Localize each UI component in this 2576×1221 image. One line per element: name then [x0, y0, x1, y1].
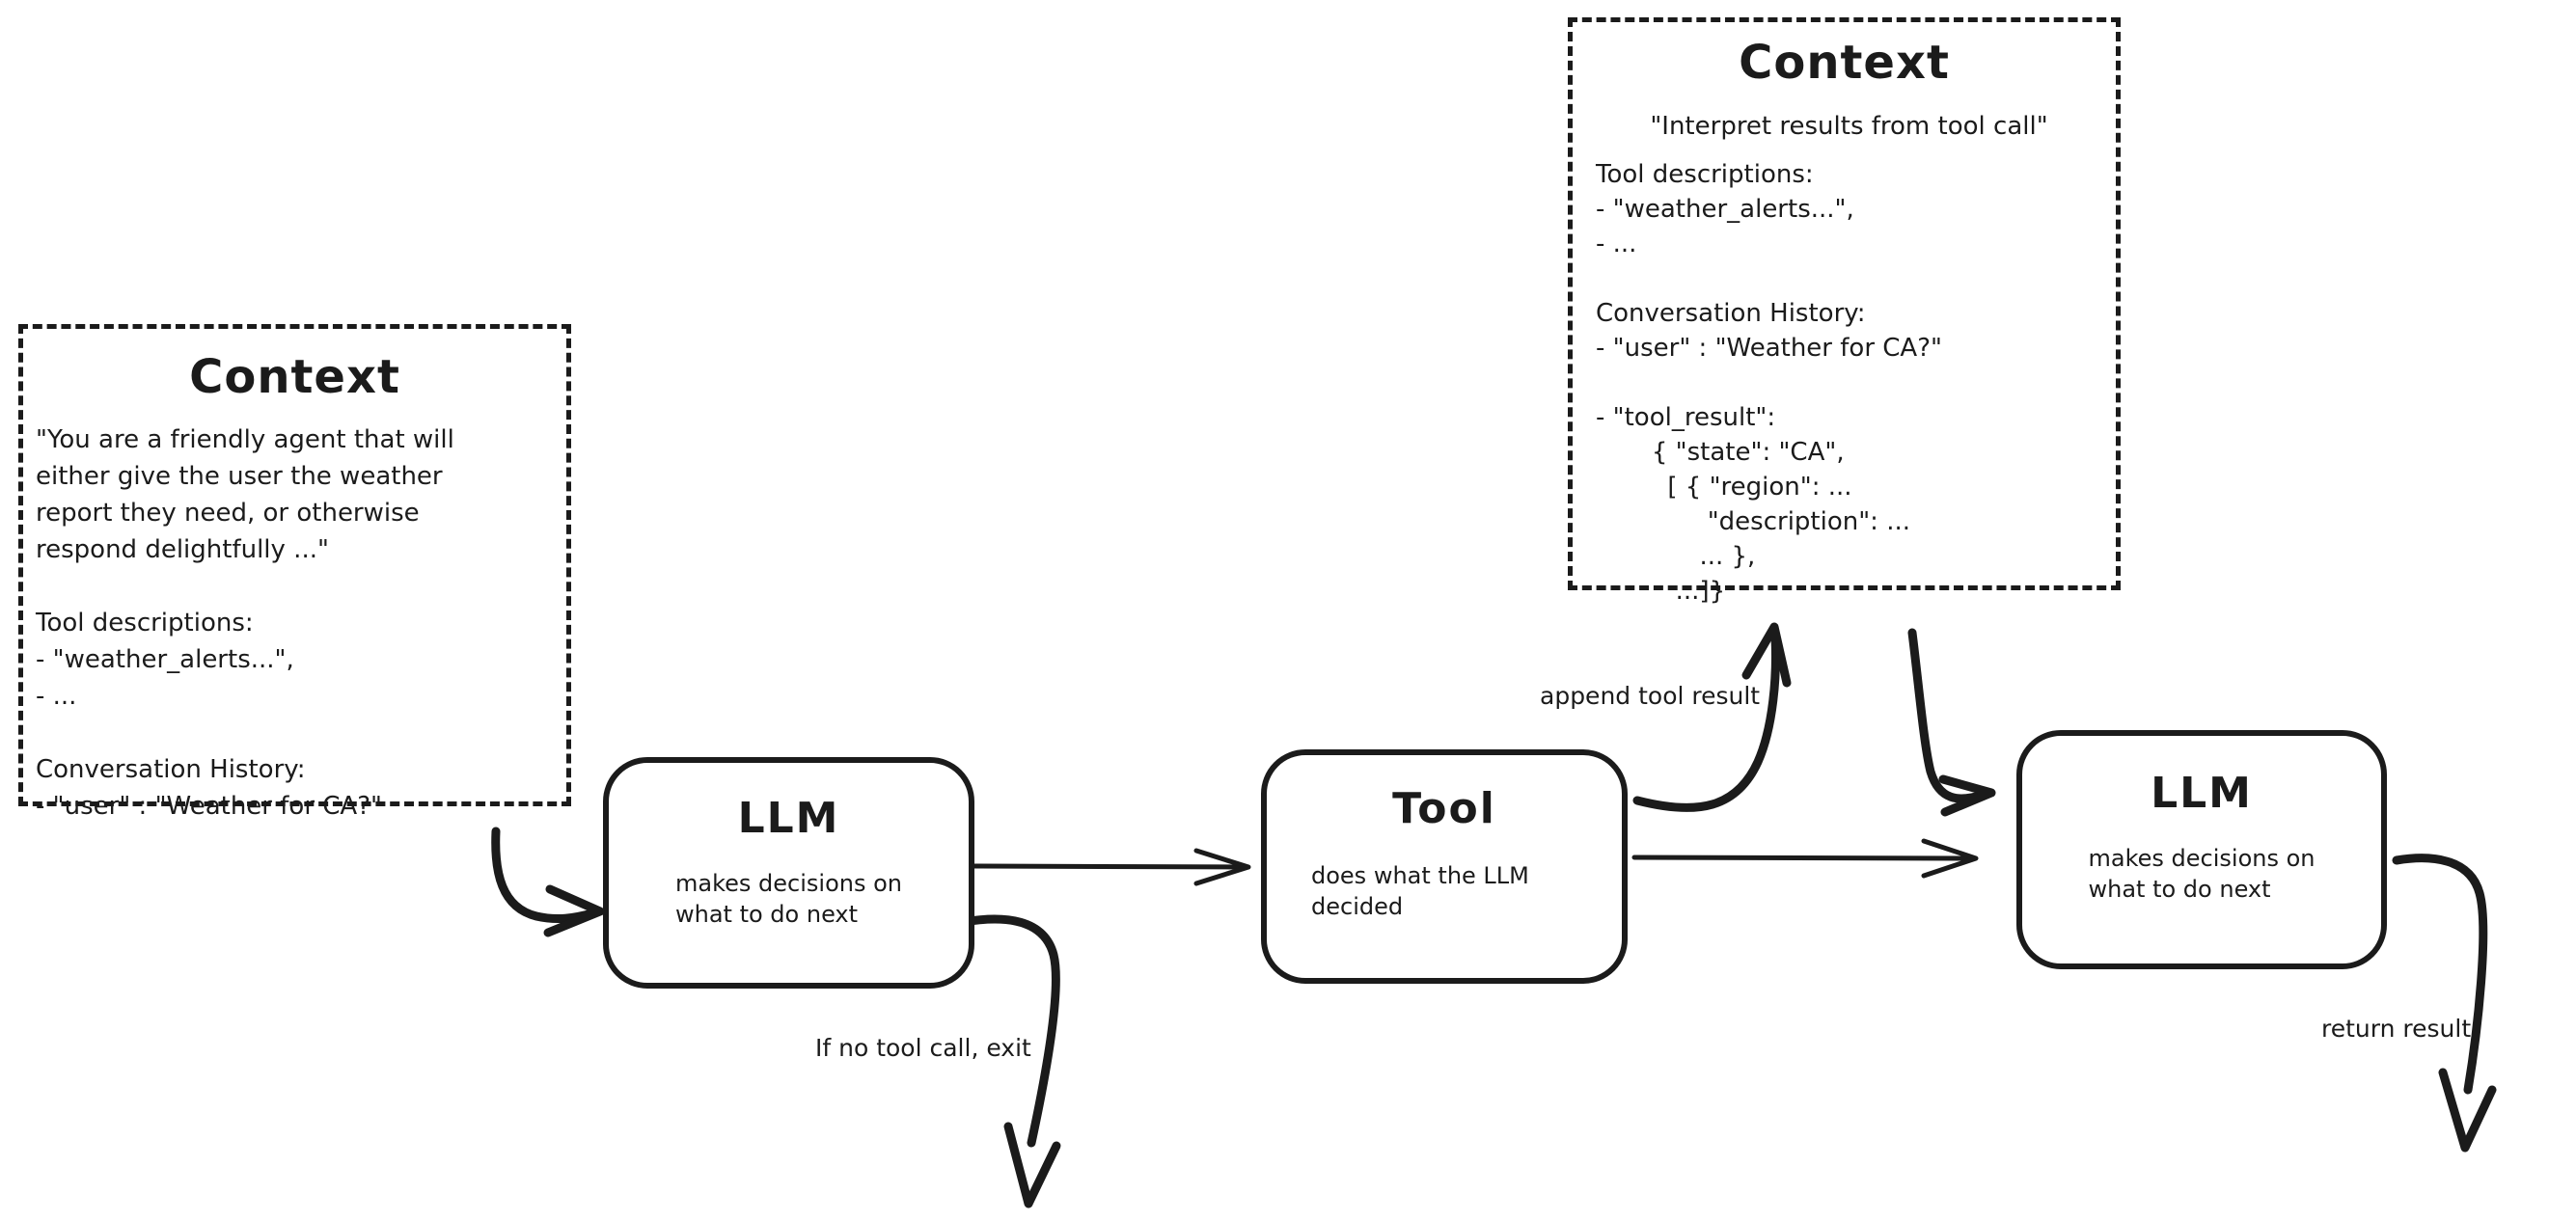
context-left-body: "You are a friendly agent that will eith… [36, 425, 454, 821]
edge-label-append-tool-result: append tool result [1540, 682, 1761, 710]
node-llm-1-subtitle: makes decisions on what to do next [675, 870, 902, 929]
node-llm-2[interactable]: LLM makes decisions on what to do next [2016, 730, 2387, 969]
arrow-llm1-to-tool [968, 848, 1251, 886]
arrow-llm2-return-result [2392, 854, 2497, 1153]
context-left-title: Context [189, 350, 400, 404]
arrow-context-left-to-llm1 [491, 827, 605, 937]
context-right-headline: "Interpret results from tool call" [1650, 112, 2048, 141]
context-right-body: Tool descriptions: - "weather_alerts..."… [1596, 160, 1942, 606]
edge-label-return-result: return result [2321, 1015, 2472, 1043]
node-llm-2-subtitle: makes decisions on what to do next [2088, 845, 2316, 904]
arrow-context-right-to-llm2 [1907, 628, 1996, 817]
node-llm-1-title: LLM [737, 794, 840, 843]
node-tool-subtitle: does what the LLM decided [1311, 862, 1529, 921]
edge-label-exit: If no tool call, exit [815, 1034, 1031, 1062]
node-tool[interactable]: Tool does what the LLM decided [1261, 749, 1628, 984]
arrow-tool-to-llm2 [1631, 838, 1979, 879]
node-tool-title: Tool [1392, 784, 1496, 833]
node-llm-1[interactable]: LLM makes decisions on what to do next [603, 757, 974, 989]
context-panel-right: Context "Interpret results from tool cal… [1568, 17, 2121, 606]
node-llm-2-title: LLM [2151, 769, 2253, 818]
arrow-append-tool-result [1632, 622, 1792, 812]
context-panel-left: Context "You are a friendly agent that w… [18, 324, 571, 821]
context-right-title: Context [1739, 36, 1950, 90]
